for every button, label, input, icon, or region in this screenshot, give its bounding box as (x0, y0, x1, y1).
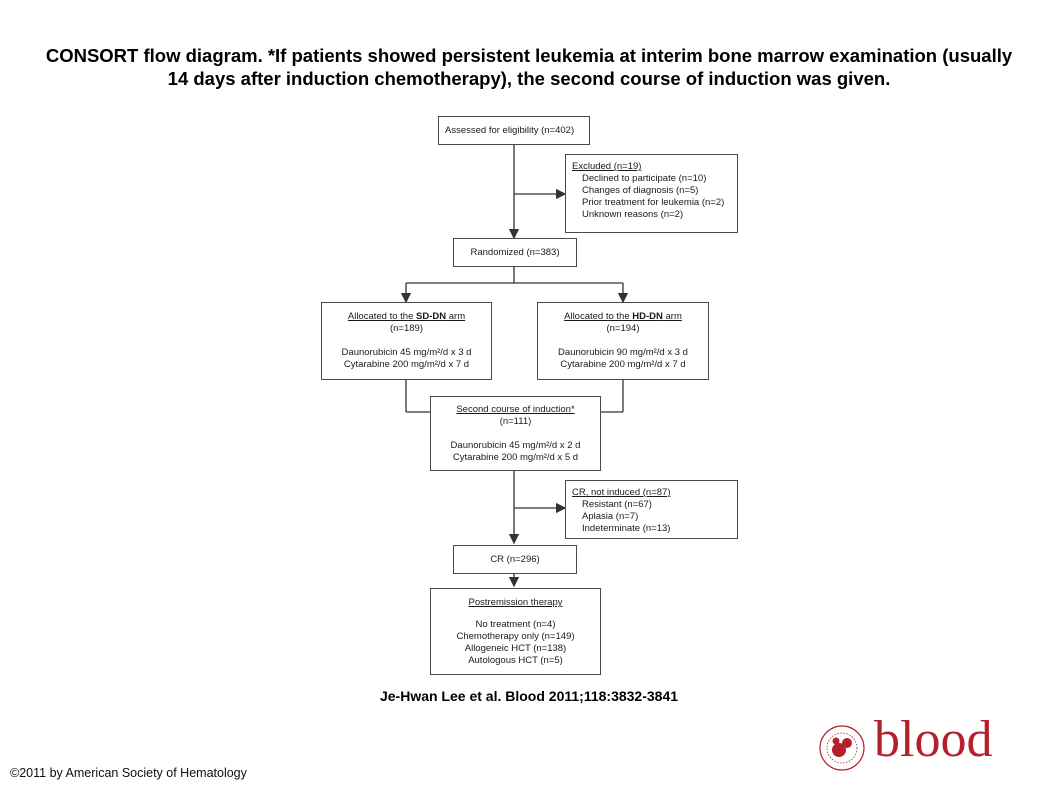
sd-arm-drug2: Cytarabine 200 mg/m²/d x 7 d (343, 359, 470, 370)
blood-logo-word: blood (874, 711, 993, 768)
second-course-title: Second course of induction* (456, 404, 575, 415)
randomized-label: Randomized (n=383) (470, 247, 560, 258)
sd-arm-name: SD-DN (416, 311, 447, 322)
postremission-item: Chemotherapy only (n=149) (456, 631, 575, 642)
sd-arm-n: (n=189) (389, 323, 423, 334)
cr-not-induced-item: Aplasia (n=7) (582, 511, 639, 522)
postremission-item: Autologous HCT (n=5) (468, 655, 563, 666)
spacer (326, 335, 487, 347)
cr-box: CR (n=296) (453, 545, 577, 574)
postremission-title: Postremission therapy (468, 597, 563, 608)
hd-arm-drug1: Daunorubicin 90 mg/m²/d x 3 d (558, 347, 688, 358)
sd-arm-title: Allocated to the SD-DN arm (326, 311, 487, 323)
blood-seal-icon (819, 725, 865, 771)
randomized-box: Randomized (n=383) (453, 238, 577, 267)
excluded-box: Excluded (n=19) Declined to participate … (565, 154, 738, 233)
spacer (435, 428, 596, 440)
figure-caption: CONSORT flow diagram. *If patients showe… (45, 45, 1013, 89)
cr-not-induced-title: CR, not induced (n=87) (572, 487, 671, 498)
hd-arm-box: Allocated to the HD-DN arm (n=194) Dauno… (537, 302, 709, 380)
spacer (435, 609, 596, 619)
cr-label: CR (n=296) (490, 554, 540, 565)
excluded-item: Declined to participate (n=10) (582, 173, 707, 184)
second-course-box: Second course of induction* (n=111) Daun… (430, 396, 601, 471)
postremission-item: Allogeneic HCT (n=138) (464, 643, 567, 654)
copyright: ©2011 by American Society of Hematology (10, 766, 247, 780)
sd-arm-title-suffix: arm (446, 311, 466, 322)
citation: Je-Hwan Lee et al. Blood 2011;118:3832-3… (379, 688, 679, 704)
sd-arm-title-prefix: Allocated to the (347, 311, 417, 322)
assessed-label: Assessed for eligibility (n=402) (445, 125, 575, 136)
hd-arm-name: HD-DN (632, 311, 663, 322)
spacer (542, 335, 704, 347)
hd-arm-title-suffix: arm (662, 311, 682, 322)
excluded-title: Excluded (n=19) (572, 161, 642, 172)
hd-arm-n: (n=194) (606, 323, 640, 334)
blood-journal-logo: blood (812, 711, 1002, 774)
postremission-item: No treatment (n=4) (475, 619, 556, 630)
postremission-box: Postremission therapy No treatment (n=4)… (430, 588, 601, 675)
second-course-drug1: Daunorubicin 45 mg/m²/d x 2 d (450, 440, 581, 451)
assessed-box: Assessed for eligibility (n=402) (438, 116, 590, 145)
hd-arm-title-prefix: Allocated to the (564, 311, 633, 322)
sd-arm-box: Allocated to the SD-DN arm (n=189) Dauno… (321, 302, 492, 380)
excluded-item: Changes of diagnosis (n=5) (582, 185, 699, 196)
second-course-drug2: Cytarabine 200 mg/m²/d x 5 d (452, 452, 579, 463)
cr-not-induced-item: Resistant (n=67) (582, 499, 652, 510)
hd-arm-drug2: Cytarabine 200 mg/m²/d x 7 d (560, 359, 686, 370)
cr-not-induced-box: CR, not induced (n=87) Resistant (n=67) … (565, 480, 738, 539)
cr-not-induced-item: Indeterminate (n=13) (582, 523, 671, 534)
excluded-item: Unknown reasons (n=2) (582, 209, 684, 220)
hd-arm-title: Allocated to the HD-DN arm (542, 311, 704, 323)
sd-arm-drug1: Daunorubicin 45 mg/m²/d x 3 d (341, 347, 472, 358)
excluded-item: Prior treatment for leukemia (n=2) (582, 197, 725, 208)
second-course-n: (n=111) (499, 416, 532, 427)
